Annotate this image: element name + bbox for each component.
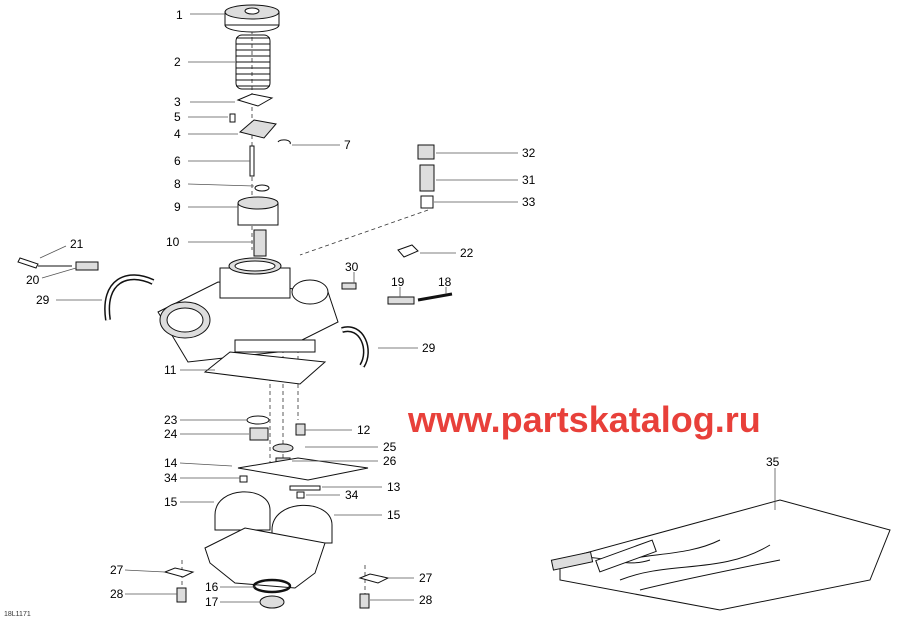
callout-label: 29 (36, 293, 50, 307)
callout-label: 26 (383, 454, 397, 468)
part-5-screw (229, 113, 236, 123)
callout-label: 14 (164, 456, 178, 470)
callout-label: 9 (174, 200, 181, 214)
part-9-slide (237, 196, 279, 226)
callout-label: 35 (766, 455, 780, 469)
leader-lines (39, 13, 776, 603)
part-1-cap (224, 4, 280, 33)
part-8-washer (254, 184, 270, 192)
callout-label: 15 (387, 508, 401, 522)
callout-label: 27 (110, 563, 124, 577)
callout-label: 2 (174, 55, 181, 69)
callout-label: 30 (345, 260, 359, 274)
leader-line (187, 183, 255, 187)
part-27-clip-right (358, 573, 390, 584)
callout-label: 33 (522, 195, 536, 209)
part-20-spring (75, 261, 99, 271)
part-10-needle-jet (253, 229, 267, 257)
carburetor-body (157, 257, 339, 363)
callout-label: 28 (110, 587, 124, 601)
leader-line (41, 267, 77, 279)
part-28-screw-left (176, 587, 187, 603)
part-18-screw (417, 292, 453, 302)
callout-label: 19 (391, 275, 405, 289)
part-24-jet-holder (249, 427, 269, 441)
part-29-tube-right (341, 326, 369, 368)
part-3-plate (236, 93, 274, 107)
callout-label: 32 (522, 146, 536, 160)
callout-label: 28 (419, 593, 433, 607)
part-2-spring (235, 34, 271, 90)
part-12-pilot-jet (295, 423, 306, 436)
part-17-drain-plug (259, 595, 285, 609)
part-16-o-ring (252, 578, 292, 594)
part-35-tool-kit (550, 499, 891, 611)
callout-label: 16 (205, 580, 219, 594)
part-19-spring (387, 296, 415, 305)
callout-label: 17 (205, 595, 219, 609)
part-34-needle-right (296, 491, 305, 499)
callout-label: 3 (174, 95, 181, 109)
callout-label: 18 (438, 275, 452, 289)
callout-label: 8 (174, 177, 181, 191)
part-32-cap (417, 144, 435, 160)
callout-label: 6 (174, 154, 181, 168)
part-11-gasket (203, 351, 327, 385)
callout-label: 12 (357, 423, 371, 437)
part-33-plunger (420, 195, 434, 209)
float-bowl (204, 527, 326, 589)
part-15-float-right (271, 504, 333, 544)
callout-label: 21 (70, 237, 84, 251)
callout-label: 11 (164, 363, 177, 377)
callout-label: 34 (164, 471, 178, 485)
callout-label: 23 (164, 413, 178, 427)
part-27-clip-left (163, 567, 195, 578)
watermark: www.partskatalog.ru (407, 399, 761, 440)
callout-label: 4 (174, 127, 181, 141)
callout-label: 5 (174, 110, 181, 124)
callout-label: 20 (26, 273, 40, 287)
part-14-float-arm (237, 457, 369, 481)
callout-label: 13 (387, 480, 401, 494)
part-22-plug (397, 244, 419, 258)
part-23-o-ring (246, 415, 270, 425)
part-7-e-clip (277, 139, 291, 145)
part-15-float-left (214, 491, 271, 531)
callout-label: 22 (460, 246, 474, 260)
part-30-jet (341, 282, 357, 290)
callout-label: 25 (383, 440, 397, 454)
callout-label: 29 (422, 341, 436, 355)
leader-line (179, 462, 233, 467)
callout-label: 31 (522, 173, 536, 187)
part-31-spring (419, 164, 435, 192)
callout-label: 24 (164, 427, 178, 441)
callout-label: 34 (345, 488, 359, 502)
callout-label: 7 (344, 138, 351, 152)
part-34-needle-left (239, 475, 248, 483)
callout-label: 15 (164, 495, 178, 509)
part-29-tube-left (104, 274, 155, 321)
part-28-screw-right (359, 593, 370, 609)
part-4-clip (238, 119, 277, 139)
part-13-pin (289, 485, 321, 491)
part-25-needle-jet (272, 443, 294, 453)
part-6-needle (249, 145, 255, 177)
part-21-idle-screw (17, 257, 72, 269)
callout-label: 27 (419, 571, 433, 585)
callout-label: 10 (166, 235, 180, 249)
figure-code: 18L1171 (4, 611, 31, 618)
leader-line (39, 245, 67, 259)
callout-label: 1 (176, 8, 183, 22)
leader-line (124, 569, 166, 573)
